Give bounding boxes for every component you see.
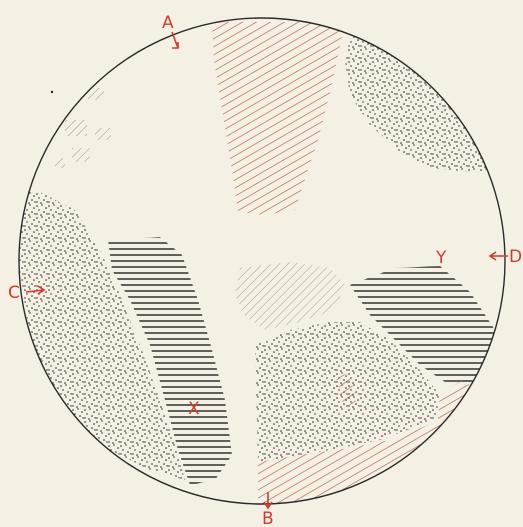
label-d: D bbox=[509, 247, 522, 267]
label-a: A bbox=[162, 13, 174, 33]
label-y: Y bbox=[435, 248, 447, 268]
faint-hatched-region-center bbox=[235, 262, 345, 330]
label-c: C bbox=[8, 283, 20, 303]
label-x: X bbox=[188, 399, 200, 419]
stippled-region-top-right bbox=[345, 30, 495, 172]
dust-dot bbox=[51, 91, 53, 93]
label-b: B bbox=[262, 509, 274, 527]
red-hatched-region-top bbox=[212, 22, 345, 215]
field-contents bbox=[18, 22, 505, 527]
faint-hatch-marks bbox=[55, 88, 111, 168]
